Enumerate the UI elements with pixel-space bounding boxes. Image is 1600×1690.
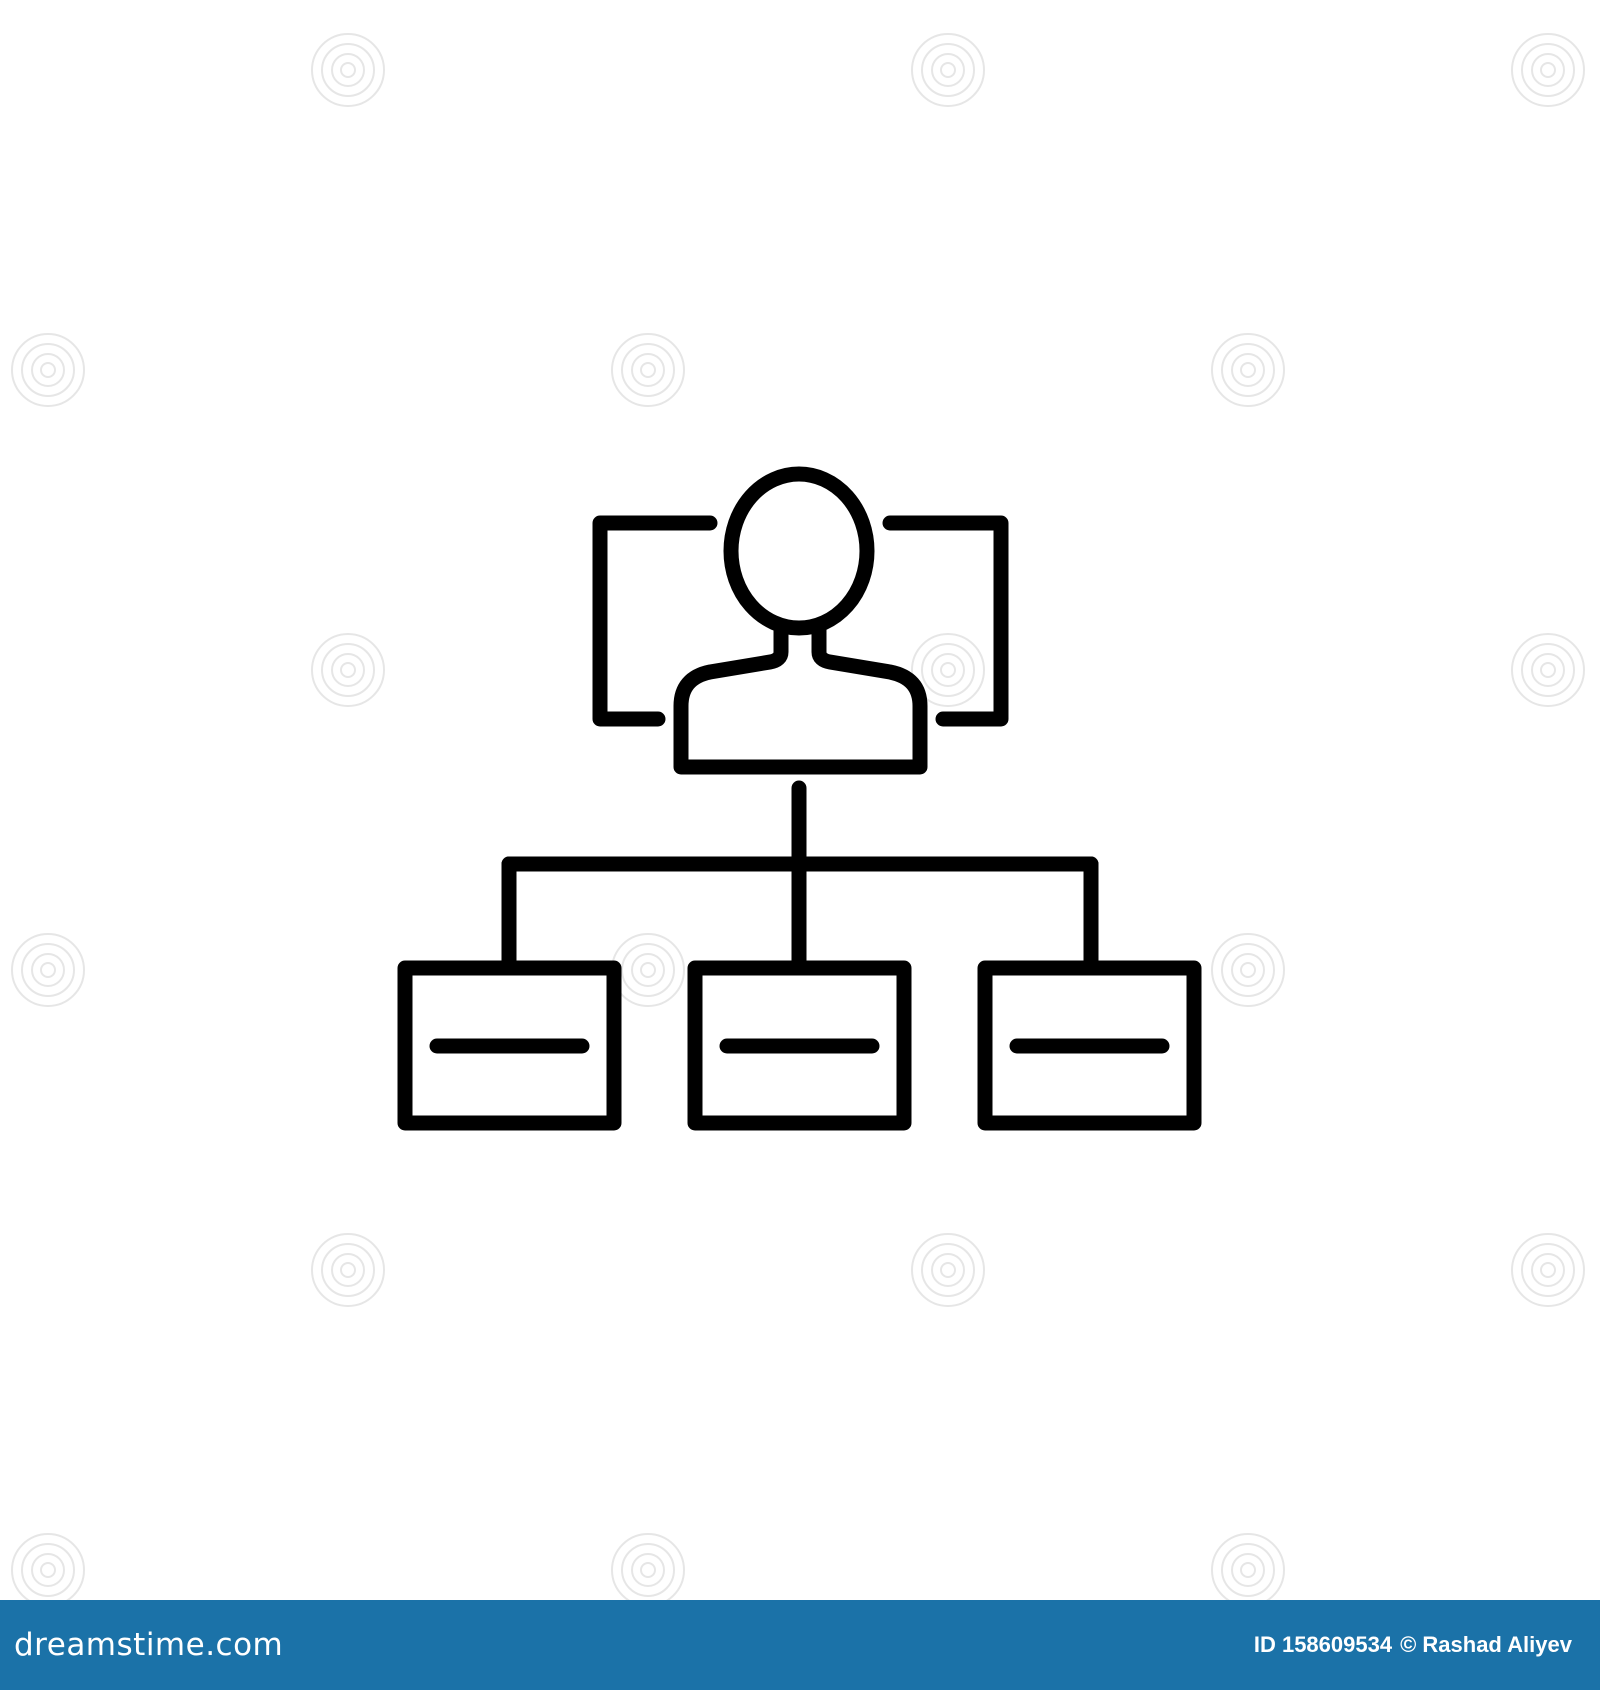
image-canvas: [11, 33, 1585, 1600]
hierarchy-illustration: [11, 33, 1585, 1600]
person-head-icon: [723, 466, 875, 636]
watermark-spiral-icon: [311, 33, 385, 107]
left-frame-bracket: [592, 515, 718, 727]
watermark-spiral-icon: [911, 1233, 985, 1307]
watermark-spiral-icon: [11, 933, 85, 1007]
left-child-box-icon: [397, 960, 622, 1131]
watermark-spiral-icon: [1211, 1533, 1285, 1600]
watermark-spiral-icon: [1511, 1233, 1585, 1307]
watermark-spiral-icon: [911, 633, 985, 707]
watermark-spiral-icon: [311, 1233, 385, 1307]
watermark-spiral-icon: [1511, 633, 1585, 707]
author-credit: © Rashad Aliyev: [1400, 1632, 1572, 1657]
watermark-spiral-icon: [611, 1533, 685, 1600]
watermark-spiral-icon: [911, 33, 985, 107]
person-body-icon: [673, 620, 928, 775]
watermark-pattern: [11, 33, 1585, 1600]
hierarchy-icon: [397, 466, 1202, 1131]
right-frame-bracket: [882, 515, 1009, 727]
right-child-box-icon: [977, 960, 1202, 1131]
brand-logo: dreamstime.com: [14, 1627, 284, 1663]
watermark-spiral-icon: [11, 333, 85, 407]
image-credit: ID 158609534 © Rashad Aliyev: [1254, 1632, 1572, 1658]
watermark-footer-bar: dreamstime.com ID 158609534 © Rashad Ali…: [0, 1600, 1600, 1690]
watermark-spiral-icon: [611, 933, 685, 1007]
image-id: ID 158609534: [1253, 1632, 1393, 1657]
watermark-spiral-icon: [1511, 33, 1585, 107]
watermark-spiral-icon: [1211, 333, 1285, 407]
middle-child-box-icon: [687, 960, 912, 1131]
watermark-spiral-icon: [311, 633, 385, 707]
watermark-spiral-icon: [1211, 933, 1285, 1007]
watermark-spiral-icon: [611, 333, 685, 407]
watermark-spiral-icon: [11, 1533, 85, 1600]
